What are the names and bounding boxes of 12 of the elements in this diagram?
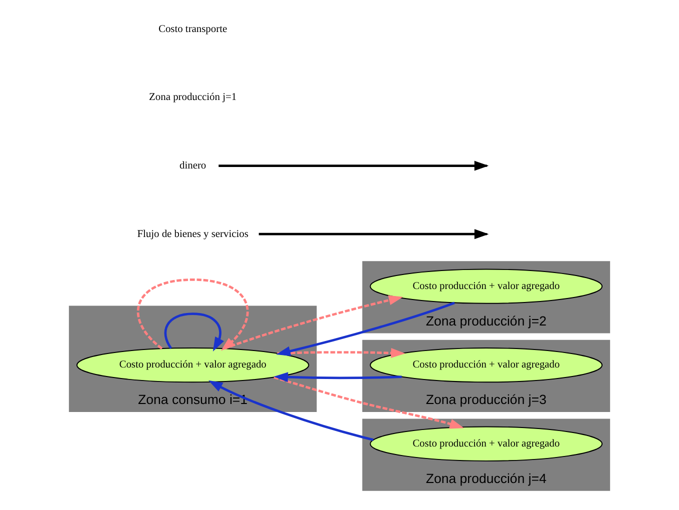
node-ellipse: Costo producción + valor agregado [370,426,603,462]
arrow [208,380,374,441]
arrow [224,295,404,350]
arrow [274,376,464,429]
arrow [274,372,402,382]
arrow [164,312,224,352]
arrow [276,302,455,356]
label: Zona producción j=1 [149,92,237,104]
arrow [277,348,406,358]
node-text: Flujo de bienes y servicios [137,228,248,240]
label: Costo transporte [158,24,228,35]
node-text: dinero [180,160,206,172]
